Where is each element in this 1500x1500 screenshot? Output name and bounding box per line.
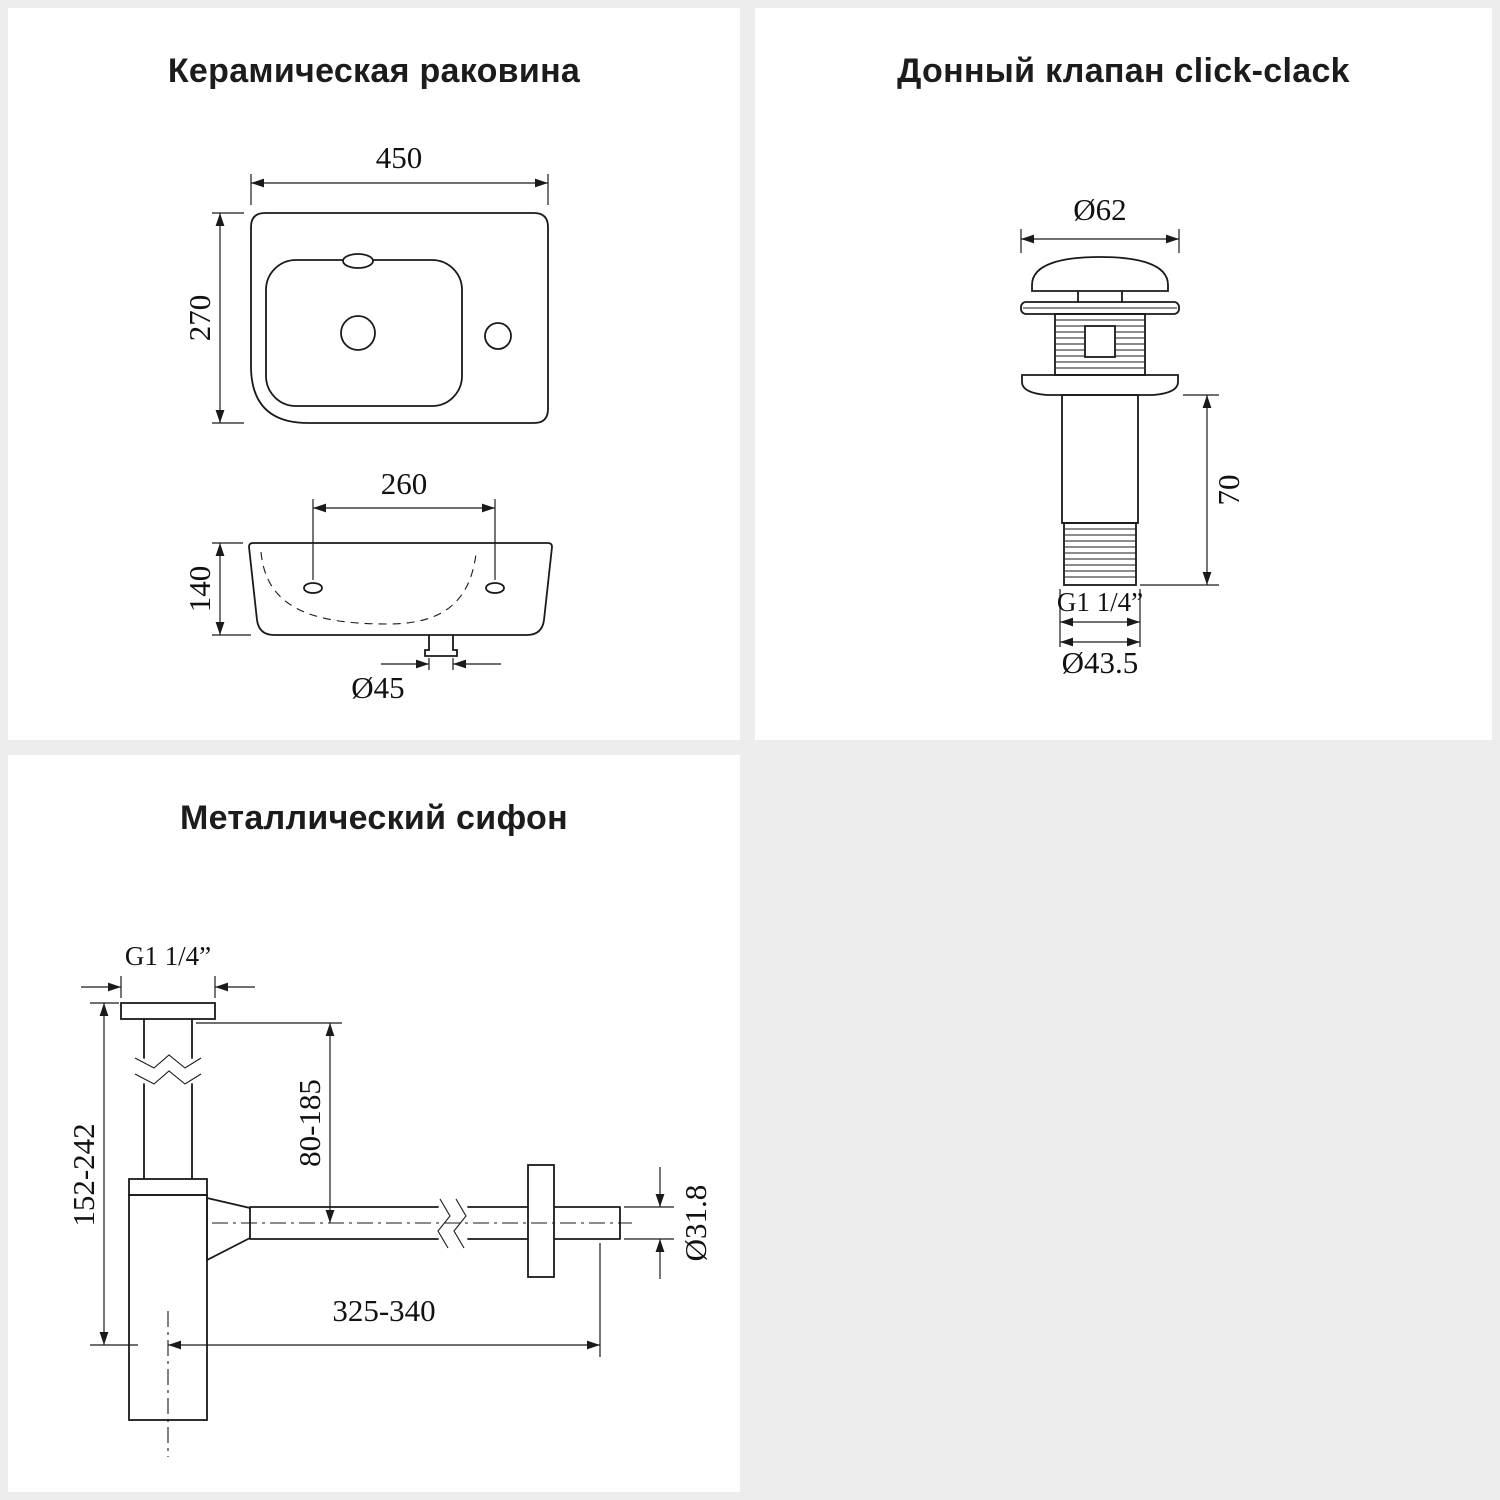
valve-title: Донный клапан click-clack bbox=[897, 52, 1350, 90]
sink-top-view bbox=[250, 212, 549, 424]
valve-dim-thread-diameter: Ø43.5 bbox=[1062, 645, 1139, 680]
wall-flange bbox=[527, 1164, 555, 1278]
sink-dim-width: 450 bbox=[376, 140, 423, 175]
sink-panel: Керамическая раковина bbox=[8, 8, 740, 740]
siphon-drawing: G1 1/4” 80-185 152-242 Ø31.8 bbox=[66, 941, 713, 1457]
siphon-dim-pipe-length: 325-340 bbox=[332, 1293, 435, 1328]
siphon-dim-pipe-diameter: Ø31.8 bbox=[678, 1185, 713, 1262]
valve-tube bbox=[1061, 394, 1139, 524]
drain-hole bbox=[340, 315, 376, 351]
siphon-body bbox=[120, 1002, 632, 1457]
sink-dim-depth: 270 bbox=[182, 295, 217, 342]
sink-dim-drain: Ø45 bbox=[351, 670, 404, 705]
mount-hole-right bbox=[485, 582, 505, 594]
sink-dim-height: 140 bbox=[182, 566, 217, 613]
bottle-body bbox=[128, 1194, 208, 1421]
valve-panel: Донный клапан click-clack bbox=[755, 8, 1492, 740]
sink-drawing: 450 270 260 140 Ø45 bbox=[182, 140, 553, 705]
siphon-panel: Металлический сифон bbox=[8, 755, 740, 1492]
valve-lower-thread bbox=[1063, 522, 1137, 586]
valve-dimensions: Ø62 70 G1 1/4” Ø43.5 bbox=[1020, 192, 1246, 680]
sink-front-view bbox=[248, 542, 553, 657]
inlet-nut bbox=[120, 1002, 216, 1020]
drain-stub bbox=[424, 634, 458, 657]
sink-dimensions: 450 270 260 140 Ø45 bbox=[182, 140, 549, 705]
valve-body bbox=[1020, 256, 1180, 586]
siphon-dim-inlet-height: 80-185 bbox=[292, 1079, 327, 1167]
mount-hole-left bbox=[303, 582, 323, 594]
valve-dim-height: 70 bbox=[1211, 475, 1246, 506]
sink-dim-hole-spacing: 260 bbox=[381, 466, 428, 501]
siphon-dim-thread: G1 1/4” bbox=[125, 941, 211, 971]
siphon-dim-total-height: 152-242 bbox=[66, 1123, 101, 1226]
valve-dim-cap: Ø62 bbox=[1073, 192, 1126, 227]
sink-title: Керамическая раковина bbox=[167, 52, 581, 90]
pipe-break bbox=[134, 1054, 202, 1085]
siphon-title: Металлический сифон bbox=[180, 799, 568, 837]
valve-drawing: Ø62 70 G1 1/4” Ø43.5 bbox=[1020, 192, 1246, 680]
valve-dim-thread: G1 1/4” bbox=[1057, 587, 1143, 617]
valve-dish-flange bbox=[1021, 374, 1179, 396]
tap-hole bbox=[484, 322, 512, 350]
faucet-slot bbox=[342, 253, 374, 269]
valve-cap bbox=[1031, 256, 1169, 292]
body-collar bbox=[128, 1178, 208, 1196]
siphon-dimensions: G1 1/4” 80-185 152-242 Ø31.8 bbox=[66, 941, 713, 1357]
outlet-cone bbox=[206, 1196, 251, 1262]
